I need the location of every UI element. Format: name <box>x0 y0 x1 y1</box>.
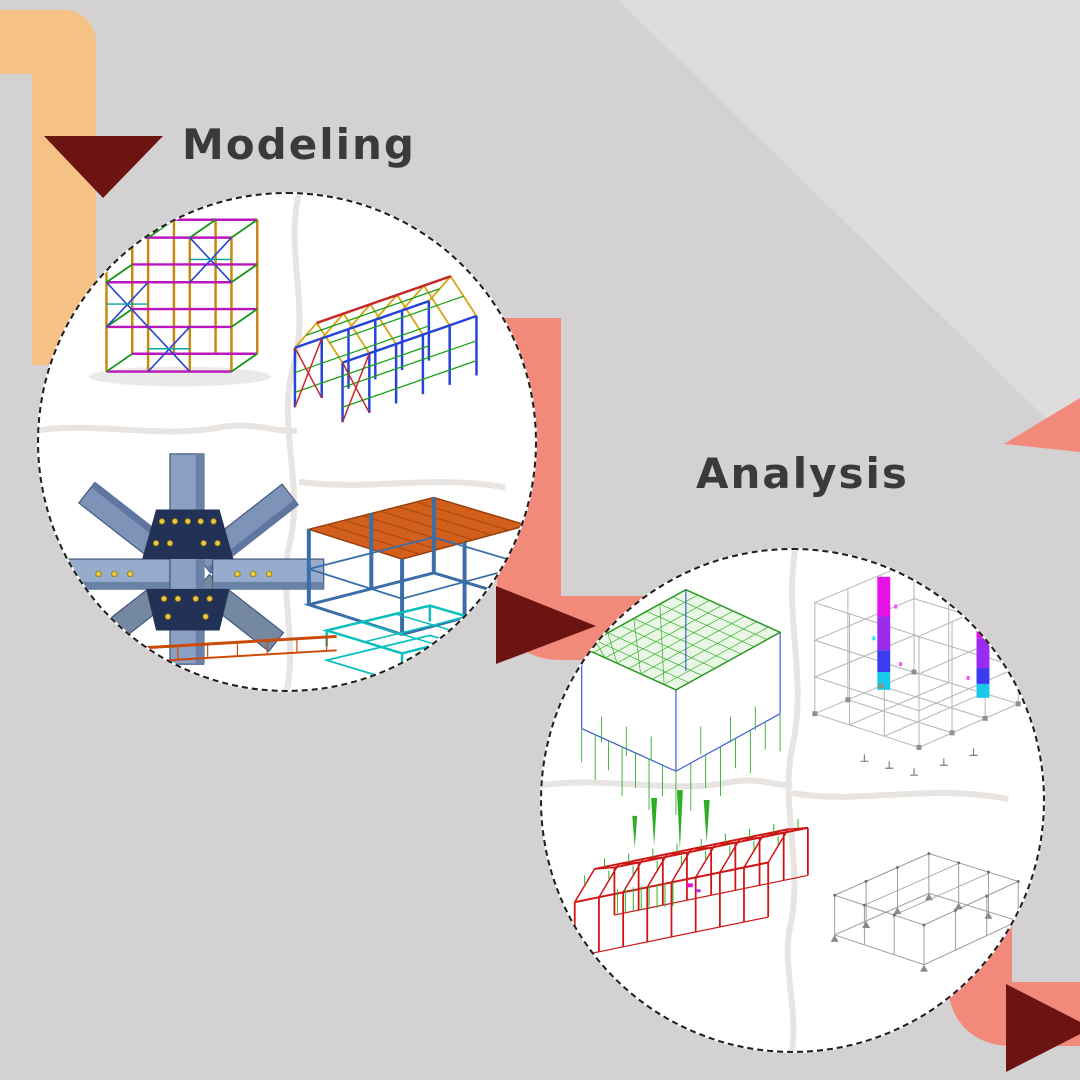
load-fringe <box>581 706 781 815</box>
load-spikes <box>632 790 710 850</box>
flow-segment-start <box>0 10 96 365</box>
support-glyphs <box>860 748 978 776</box>
support-triangles <box>830 893 1023 972</box>
node-dots <box>833 852 1020 927</box>
model-wireframe-rack <box>88 218 272 387</box>
analysis-image-circle <box>540 548 1045 1053</box>
model-steel-connection <box>66 453 325 665</box>
support-pads <box>812 669 1021 750</box>
roof-load-hatch <box>584 818 799 914</box>
torn-paper-edges <box>39 194 506 690</box>
analysis-collage <box>542 550 1023 1051</box>
analysis-contour-frame <box>812 560 1021 776</box>
analysis-title: Analysis <box>696 449 909 498</box>
bolts <box>95 518 273 620</box>
cyan-grid <box>321 604 511 684</box>
modeling-title: Modeling <box>182 120 416 169</box>
modeling-collage <box>39 194 533 690</box>
model-shadow <box>88 366 272 387</box>
analysis-red-frame <box>573 790 809 958</box>
arrow-right-icon <box>496 586 596 664</box>
stress-contour-columns <box>872 576 997 698</box>
model-deck-frame <box>303 496 533 684</box>
corner-path-sliver <box>1004 398 1080 452</box>
arrow-right-corner-icon <box>1006 984 1080 1072</box>
analysis-mesh-model <box>580 588 782 815</box>
analysis-wireframe-truss <box>830 852 1023 972</box>
torn-paper-edges <box>542 550 1009 1051</box>
modeling-image-circle <box>37 192 537 692</box>
model-warehouse-frame <box>293 274 478 423</box>
arrow-down-icon <box>44 136 163 198</box>
corner-fold <box>618 0 1080 452</box>
model-truss-fragment <box>134 634 337 664</box>
